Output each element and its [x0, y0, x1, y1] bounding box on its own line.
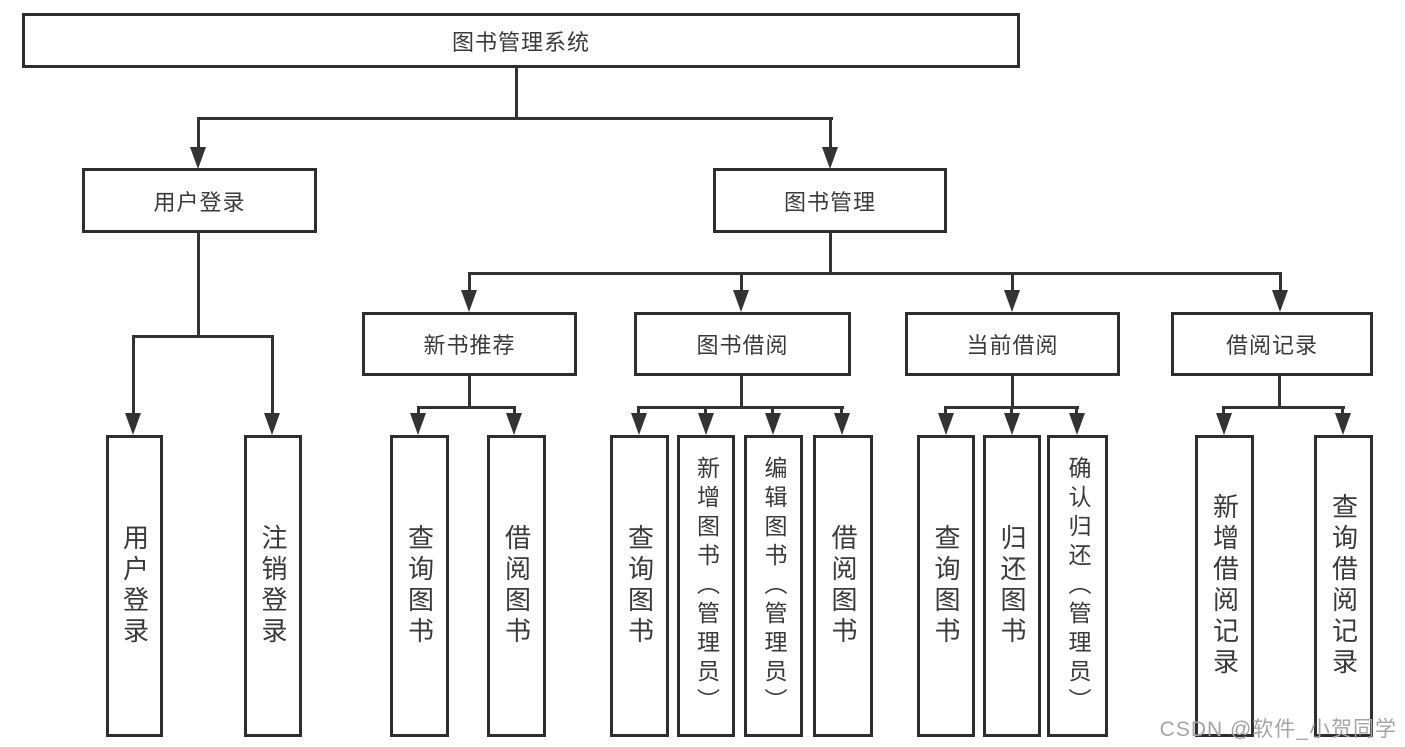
node-book-management-label: 图书管理 [783, 189, 876, 215]
leaf-add-book-admin-label: 新增图书（管理员） [693, 455, 720, 717]
leaf-query-borrow-record: 查询借阅记录 [1314, 435, 1373, 737]
edge-arrow [1216, 413, 1232, 435]
leaf-borrow-books-2: 借阅图书 [813, 435, 873, 737]
edge-line [1075, 406, 1078, 416]
leaf-return-book-label: 归还图书 [997, 524, 1027, 648]
edge-arrow [506, 413, 522, 435]
edge-arrow [410, 413, 426, 435]
edge-arrow [1335, 413, 1351, 435]
edge-line [944, 406, 947, 416]
edge-arrow [125, 413, 141, 435]
leaf-add-borrow-record-label: 新增借阅记录 [1209, 493, 1240, 679]
leaf-edit-book-admin-label: 编辑图书（管理员） [761, 455, 787, 717]
edge-line [132, 335, 274, 338]
edge-arrow [1069, 413, 1085, 435]
edge-line [637, 406, 844, 409]
edge-line [1278, 375, 1281, 409]
edge-line [197, 233, 200, 338]
edge-line [1279, 272, 1282, 292]
edge-line [132, 335, 135, 415]
edge-line [1011, 272, 1014, 292]
edge-line [704, 406, 707, 416]
edge-line [417, 406, 516, 409]
edge-line [1222, 406, 1345, 409]
leaf-query-books-1: 查询图书 [390, 435, 449, 737]
edge-arrow [631, 413, 647, 435]
edge-line [1341, 406, 1344, 416]
edge-line [197, 117, 833, 120]
leaf-query-books-3: 查询图书 [917, 435, 975, 737]
edge-line [1222, 406, 1225, 416]
node-book-borrow-label: 图书借阅 [696, 333, 789, 358]
edge-line [740, 376, 743, 409]
leaf-query-books-3-label: 查询图书 [931, 524, 961, 648]
leaf-confirm-return-admin: 确认归还（管理员） [1047, 435, 1108, 737]
leaf-borrow-books-1-label: 借阅图书 [501, 524, 532, 648]
node-book-borrow: 图书借阅 [634, 312, 851, 376]
edge-arrow [1272, 290, 1288, 312]
leaf-add-borrow-record: 新增借阅记录 [1195, 435, 1254, 737]
leaf-query-books-2: 查询图书 [610, 435, 669, 737]
edge-line [417, 406, 420, 416]
edge-arrow [938, 413, 954, 435]
node-root: 图书管理系统 [22, 13, 1020, 68]
node-borrow-records: 借阅记录 [1171, 312, 1373, 376]
edge-arrow [733, 290, 749, 312]
leaf-query-books-1-label: 查询图书 [404, 524, 435, 648]
edge-line [637, 406, 640, 416]
csdn-watermark: CSDN @软件_小贺同学 [1159, 718, 1397, 741]
node-current-borrow-label: 当前借阅 [966, 333, 1059, 358]
edge-arrow [264, 413, 280, 435]
leaf-user-login: 用户登录 [106, 435, 163, 737]
leaf-borrow-books-1: 借阅图书 [487, 435, 546, 737]
node-book-management: 图书管理 [713, 168, 947, 233]
node-root-label: 图书管理系统 [451, 29, 590, 55]
edge-line [468, 376, 471, 409]
edge-line [740, 272, 743, 292]
edge-arrow [765, 413, 781, 435]
edge-line [829, 117, 832, 150]
edge-arrow [1004, 413, 1020, 435]
edge-arrow [1004, 290, 1020, 312]
edge-line [271, 335, 274, 415]
leaf-logout-label: 注销登录 [258, 524, 288, 648]
leaf-borrow-books-2-label: 借阅图书 [828, 524, 858, 648]
edge-line [468, 272, 471, 292]
leaf-confirm-return-admin-label: 确认归还（管理员） [1065, 455, 1091, 717]
leaf-add-book-admin: 新增图书（管理员） [677, 435, 735, 737]
edge-line [1010, 406, 1013, 416]
node-borrow-records-label: 借阅记录 [1225, 333, 1318, 358]
edge-arrow [190, 147, 206, 169]
node-current-borrow: 当前借阅 [905, 312, 1120, 376]
node-new-book-recommend: 新书推荐 [362, 312, 577, 376]
edge-line [1011, 376, 1014, 409]
node-user-login: 用户登录 [82, 168, 317, 233]
leaf-return-book: 归还图书 [983, 435, 1041, 737]
leaf-edit-book-admin: 编辑图书（管理员） [744, 435, 803, 737]
edge-line [197, 117, 200, 150]
edge-line [771, 406, 774, 416]
leaf-logout: 注销登录 [244, 435, 302, 737]
edge-line [515, 68, 518, 120]
edge-arrow [834, 413, 850, 435]
edge-arrow [822, 147, 838, 169]
edge-line [829, 233, 832, 275]
leaf-user-login-label: 用户登录 [119, 524, 150, 648]
leaf-query-books-2-label: 查询图书 [624, 524, 655, 648]
node-new-book-recommend-label: 新书推荐 [423, 333, 516, 358]
edge-line [513, 406, 516, 416]
edge-line [840, 406, 843, 416]
node-user-login-label: 用户登录 [153, 189, 246, 215]
edge-arrow [698, 413, 714, 435]
edge-arrow [461, 290, 477, 312]
edge-line [468, 272, 1282, 275]
leaf-query-borrow-record-label: 查询借阅记录 [1328, 493, 1359, 679]
